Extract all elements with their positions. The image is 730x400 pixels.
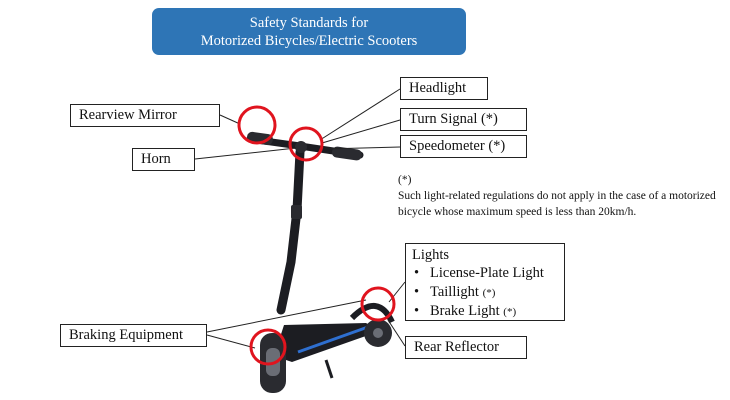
- leader-speedometer: [323, 146, 401, 150]
- lights-item-taillight: Taillight (*): [412, 283, 558, 302]
- leader-rear-reflector: [387, 319, 406, 347]
- kickstand: [324, 359, 334, 379]
- lights-item-text: Taillight: [430, 284, 483, 300]
- leader-braking-rear: [206, 299, 367, 333]
- rear-hub: [373, 328, 383, 338]
- lights-item-text: License-Plate Light: [430, 265, 544, 281]
- highlight-taillight: [360, 286, 396, 322]
- lights-list: License-Plate Light Taillight (*) Brake …: [412, 264, 558, 321]
- right-grip: [331, 146, 362, 161]
- title-line-1: Safety Standards for: [249, 14, 369, 31]
- deck-accent-stripe: [297, 325, 369, 354]
- label-rear-reflector: Rear Reflector: [405, 336, 527, 359]
- highlight-headlight: [288, 126, 324, 162]
- lights-item-license-plate: License-Plate Light: [412, 264, 558, 283]
- label-headlight: Headlight: [400, 77, 488, 100]
- lights-item-marker: (*): [503, 306, 517, 318]
- label-braking-equipment: Braking Equipment: [60, 324, 207, 347]
- rear-fender: [349, 303, 395, 324]
- label-rearview-mirror: Rearview Mirror: [70, 104, 220, 127]
- leader-rearview-mirror: [219, 114, 241, 125]
- title-banner: Safety Standards for Motorized Bicycles/…: [152, 8, 466, 55]
- highlight-mirror: [237, 105, 277, 145]
- stem-clamp: [291, 205, 302, 219]
- label-speedometer: Speedometer (*): [400, 135, 527, 158]
- lights-item-marker: (*): [482, 287, 496, 299]
- leader-lights: [388, 281, 406, 303]
- leader-horn: [194, 147, 297, 160]
- leader-turn-signal: [321, 119, 401, 144]
- lights-item-text: Brake Light: [430, 303, 504, 319]
- lights-item-brake-light: Brake Light (*): [412, 302, 558, 321]
- highlight-front-brake: [249, 328, 287, 366]
- label-horn: Horn: [132, 148, 195, 171]
- highlight-circles: [237, 105, 396, 366]
- leader-lines: [194, 88, 406, 349]
- scooter-stem: [276, 147, 305, 315]
- display-unit: [295, 141, 307, 153]
- footnote: (*) Such light-related regulations do no…: [398, 172, 718, 220]
- leader-braking-front: [206, 334, 256, 349]
- label-turn-signal: Turn Signal (*): [400, 108, 527, 131]
- leader-headlight: [319, 88, 401, 141]
- footnote-marker: (*): [398, 174, 412, 186]
- lights-box: Lights License-Plate Light Taillight (*)…: [405, 243, 565, 321]
- title-line-2: Motorized Bicycles/Electric Scooters: [200, 32, 418, 49]
- footnote-text: Such light-related regulations do not ap…: [398, 190, 716, 218]
- lights-heading: Lights: [412, 247, 450, 263]
